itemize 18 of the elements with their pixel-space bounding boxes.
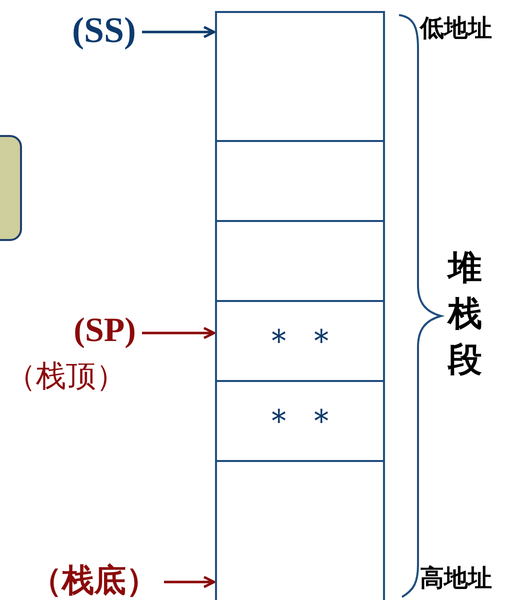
- pointer-note: （栈顶）: [6, 359, 126, 395]
- memory-cell: [215, 380, 385, 462]
- arrow: [164, 576, 216, 588]
- cell-value: ＊ ＊: [262, 322, 338, 362]
- segment-label: 堆栈段: [448, 247, 482, 382]
- memory-cell: [215, 11, 385, 142]
- pointer-label: (SS): [72, 9, 136, 52]
- address-label: 高地址: [420, 563, 492, 594]
- pointer-label: (SP): [74, 311, 136, 351]
- memory-cell: [215, 140, 385, 222]
- arrow: [142, 326, 216, 340]
- memory-cell: [215, 220, 385, 302]
- memory-cell: [215, 300, 385, 382]
- cell-value: ＊ ＊: [262, 402, 338, 442]
- arrow: [142, 26, 216, 38]
- address-label: 低地址: [420, 13, 492, 44]
- memory-cell: [215, 460, 385, 600]
- pointer-label: （栈底）: [30, 561, 158, 600]
